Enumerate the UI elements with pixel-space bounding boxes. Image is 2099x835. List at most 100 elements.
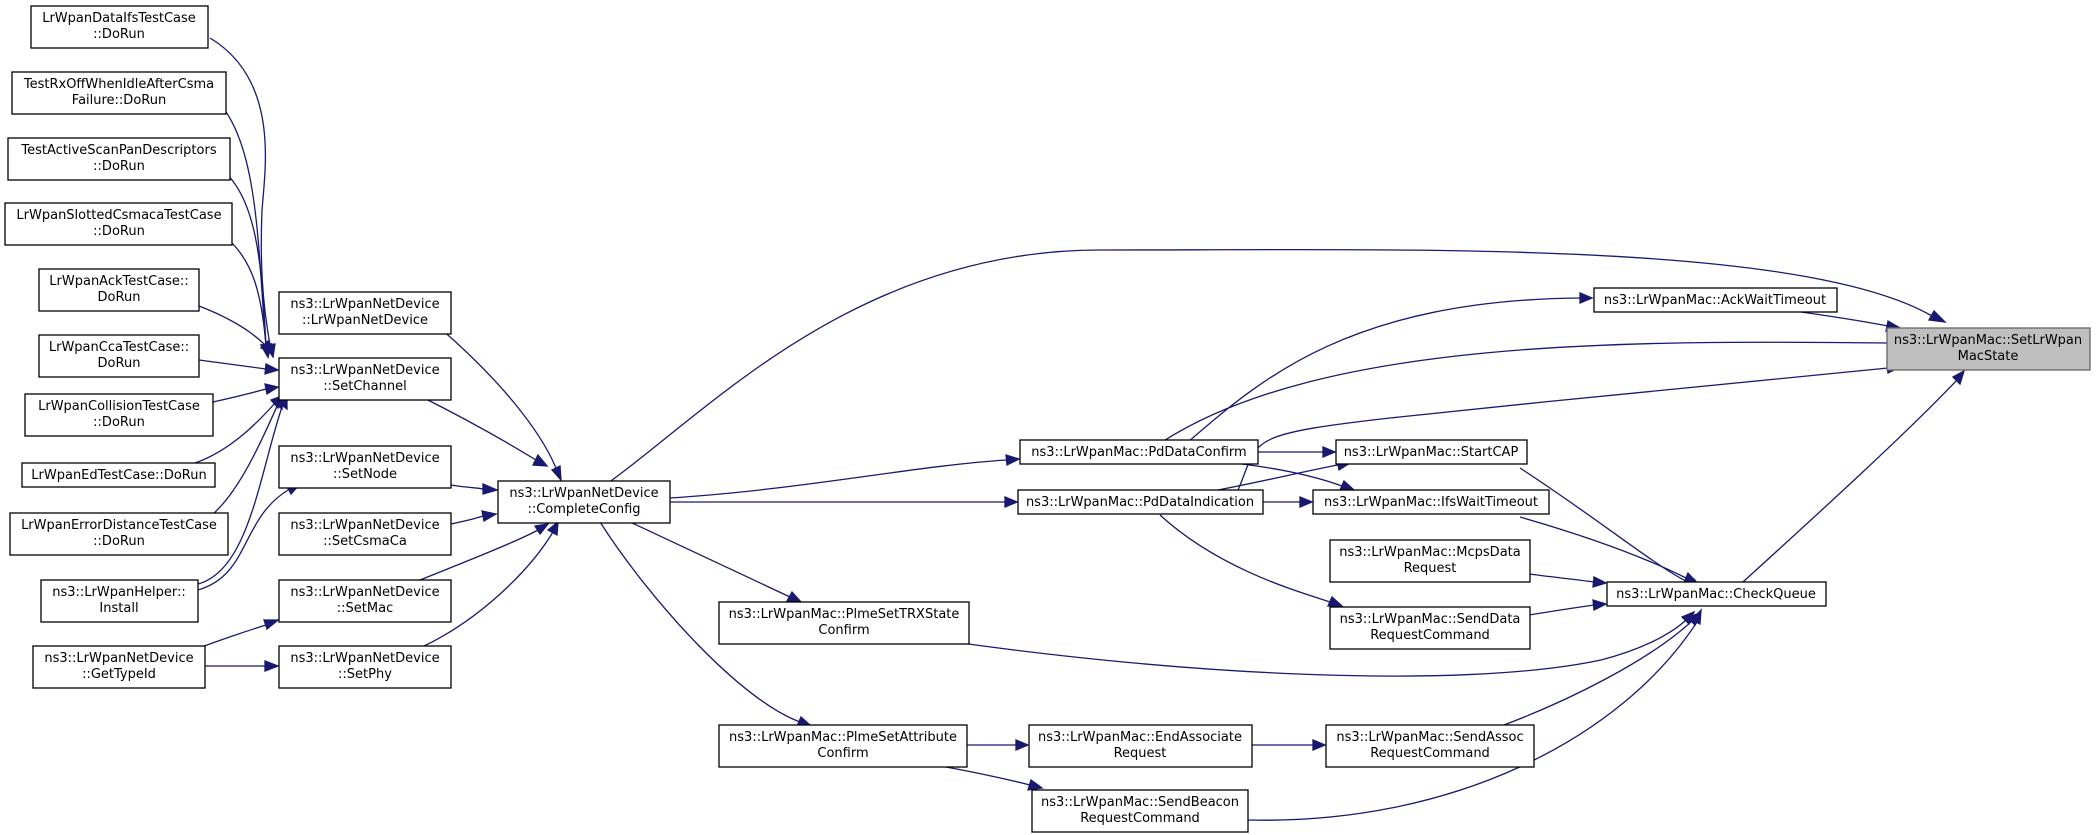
edge-setchannel-to-completecfg [419,395,549,467]
node-label-line-2: ::SetChannel [323,379,406,394]
edge-pddataind-to-ifswait [1262,496,1314,508]
node-label-line-2: ::DoRun [93,534,145,549]
node-label-line-2: RequestCommand [1080,811,1200,826]
edge-pddataind-to-senddata [1159,514,1344,607]
edge-setmac-to-completecfg [419,523,550,581]
node-label-line-1: ns3::LrWpanMac::SendData [1340,612,1521,627]
ns3-lrwpanmac-pddataconfirm-node[interactable]: ns3::LrWpanMac::PdDataConfirm [1019,439,1259,465]
ns3-lrwpannetdevice-setchannel-node[interactable]: ns3::LrWpanNetDevice ::SetChannel [278,357,452,401]
edge-sendassoc-to-checkqueue [1503,611,1701,726]
lrwpanslottedcsmacatestcase-dorun-node[interactable]: LrWpanSlottedCsmacaTestCase ::DoRun [4,202,233,246]
node-label-line-1: ns3::LrWpanNetDevice [290,518,439,533]
edge-ifswait-to-checkqueue [1519,516,1700,585]
node-label-line-2: DoRun [98,356,141,371]
ns3-lrwpanmac-senddatarequestcommand-node[interactable]: ns3::LrWpanMac::SendData RequestCommand [1329,606,1531,650]
node-label-line-1: TestRxOffWhenIdleAfterCsma [23,77,214,92]
ns3-lrwpannetdevice-setnode-node[interactable]: ns3::LrWpanNetDevice ::SetNode [278,445,452,489]
node-label-line-2: Request [1114,746,1167,761]
ns3-lrwpanmac-sendassocrequestcommand-node[interactable]: ns3::LrWpanMac::SendAssoc RequestCommand [1325,724,1535,768]
node-label-line-1: ns3::LrWpanNetDevice [44,651,193,666]
ns3-lrwpanmac-sendbeaconrequestcommand-node[interactable]: ns3::LrWpanMac::SendBeacon RequestComman… [1031,789,1249,833]
ns3-lrwpanmac-plmesetattributeconfirm-node[interactable]: ns3::LrWpanMac::PlmeSetAttribute Confirm [718,724,968,768]
edge-plmeattr-to-endassoc [965,739,1030,751]
lrwpandataifstestcase-dorun-node[interactable]: LrWpanDataIfsTestCase ::DoRun [30,5,209,49]
lrwpancollisiontestcase-dorun-node[interactable]: LrWpanCollisionTestCase ::DoRun [24,393,214,437]
edge-cca-to-setchannel [198,359,280,375]
node-label-line-1: ns3::LrWpanHelper:: [52,585,185,600]
ns3-lrwpanmac-endassociaterequest-node[interactable]: ns3::LrWpanMac::EndAssociate Request [1028,724,1253,768]
edge-ctor-to-completecfg [439,327,562,482]
node-label-line-1: ns3::LrWpanMac::IfsWaitTimeout [1324,495,1538,510]
ns3-lrwpannetdevice-lrwpannetdevice-node[interactable]: ns3::LrWpanNetDevice ::LrWpanNetDevice [278,291,452,335]
ns3-lrwpanmac-ackwaittimeout-node[interactable]: ns3::LrWpanMac::AckWaitTimeout [1593,287,1838,313]
node-label-line-1: ns3::LrWpanMac::PdDataIndication [1026,495,1254,510]
node-label-line-1: ns3::LrWpanMac::SetLrWpan [1894,333,2082,348]
node-label-line-2: RequestCommand [1370,628,1490,643]
lrwpanerrordistancetestcase-dorun-node[interactable]: LrWpanErrorDistanceTestCase ::DoRun [9,512,229,556]
ns3-lrwpannetdevice-setphy-node[interactable]: ns3::LrWpanNetDevice ::SetPhy [278,645,452,689]
edge-setphy-to-completecfg [419,520,559,649]
node-label-line-1: LrWpanCcaTestCase:: [49,340,189,355]
node-label-line-1: ns3::LrWpanMac::McpsData [1339,545,1520,560]
node-label-line-1: ns3::LrWpanNetDevice [509,486,658,501]
node-label-line-1: ns3::LrWpanNetDevice [290,297,439,312]
edge-setcsmaca-to-completecfg [450,510,498,525]
node-label-line-1: LrWpanDataIfsTestCase [42,11,196,26]
edge-ack-to-setchannel [198,305,275,354]
node-label-line-1: LrWpanEdTestCase::DoRun [31,468,206,483]
ns3-lrwpanmac-plmesettrxstateconfirm-node[interactable]: ns3::LrWpanMac::PlmeSetTRXState Confirm [718,601,970,645]
lrwpanedtestcase-dorun-node[interactable]: LrWpanEdTestCase::DoRun [21,462,216,488]
node-label-line-2: MacState [1958,349,2019,364]
ns3-lrwpannetdevice-gettypeid-node[interactable]: ns3::LrWpanNetDevice ::GetTypeId [32,645,206,689]
node-label-line-2: ::SetMac [337,601,393,616]
ns3-lrwpanmac-pddataindication-node[interactable]: ns3::LrWpanMac::PdDataIndication [1017,489,1264,515]
node-label-line-1: ns3::LrWpanNetDevice [290,451,439,466]
edge-plmetrx-to-checkqueue [939,610,1696,677]
node-label-line-2: Request [1404,561,1457,576]
node-label-line-1: ns3::LrWpanMac::PlmeSetTRXState [729,607,960,622]
node-label-line-2: ::DoRun [93,415,145,430]
node-label-line-2: Confirm [817,746,868,761]
edge-senddata-to-checkqueue [1528,599,1608,616]
ns3-lrwpanmac-checkqueue-node[interactable]: ns3::LrWpanMac::CheckQueue [1606,581,1827,607]
lrwpancca-testcase-dorun-node[interactable]: LrWpanCcaTestCase:: DoRun [38,334,200,378]
edge-plmeattr-to-sendbeacon [934,764,1044,791]
edge-pddataconfirm-to-ifswait [1241,463,1356,491]
edge-completecfg-to-target [600,248,1947,489]
node-label-line-1: LrWpanCollisionTestCase [38,399,200,414]
node-label-line-1: ns3::LrWpanMac::CheckQueue [1616,587,1816,602]
ns3-lrwpanmac-mcpsdatarequest-node[interactable]: ns3::LrWpanMac::McpsData Request [1329,539,1531,583]
edge-pddataind-to-target [1237,362,1902,491]
node-label-line-2: ::DoRun [93,27,145,42]
ns3-lrwpanmac-setlrwpanmacstate-node[interactable]: ns3::LrWpanMac::SetLrWpan MacState [1886,327,2091,371]
ns3-lrwpanmac-ifswaittimeout-node[interactable]: ns3::LrWpanMac::IfsWaitTimeout [1312,489,1550,515]
node-label-line-2: ::SetCsmaCa [323,534,407,549]
edge-checkqueue-to-target [1731,369,1966,593]
node-label-line-2: ::DoRun [93,224,145,239]
edge-endassoc-to-sendassoc [1252,739,1327,751]
edge-pddataconfirm-to-ackwait [1187,292,1594,443]
ns3-lrwpannetdevice-setcsmaca-node[interactable]: ns3::LrWpanNetDevice ::SetCsmaCa [278,512,452,556]
edge-ackwait-to-target [1786,309,1902,332]
ns3-lrwpannetdevice-completeconfig-node[interactable]: ns3::LrWpanNetDevice ::CompleteConfig [497,480,671,524]
node-label-line-1: ns3::LrWpanMac::StartCAP [1344,445,1519,460]
edge-completecfg-to-pddataconfirm [668,454,1021,499]
lrwpanacktestcase-dorun-node[interactable]: LrWpanAckTestCase:: DoRun [38,268,200,312]
testrxoffwhenidleaftercsmafailure-dorun-node[interactable]: TestRxOffWhenIdleAfterCsma Failure::DoRu… [11,71,227,115]
ns3-lrwpanhelper-install-node[interactable]: ns3::LrWpanHelper:: Install [40,579,199,623]
node-label-line-1: LrWpanErrorDistanceTestCase [21,518,217,533]
node-label-line-1: ns3::LrWpanMac::EndAssociate [1038,730,1242,745]
ns3-lrwpannetdevice-setmac-node[interactable]: ns3::LrWpanNetDevice ::SetMac [278,579,452,623]
edge-mcpsdata-to-checkqueue [1528,573,1608,588]
edge-completecfg-to-pddataind [669,496,1019,508]
ns3-lrwpanmac-startcap-node[interactable]: ns3::LrWpanMac::StartCAP [1335,439,1528,465]
node-label-line-1: LrWpanSlottedCsmacaTestCase [16,208,221,223]
node-label-line-2: ::DoRun [93,159,145,174]
edge-collision-to-setchannel [212,383,280,403]
node-label-line-2: Failure::DoRun [72,93,166,108]
node-label-line-2: RequestCommand [1370,746,1490,761]
graph-edges [187,37,1966,821]
testactivescanpandescriptors-dorun-node[interactable]: TestActiveScanPanDescriptors ::DoRun [7,137,231,181]
node-label-line-1: ns3::LrWpanNetDevice [290,363,439,378]
